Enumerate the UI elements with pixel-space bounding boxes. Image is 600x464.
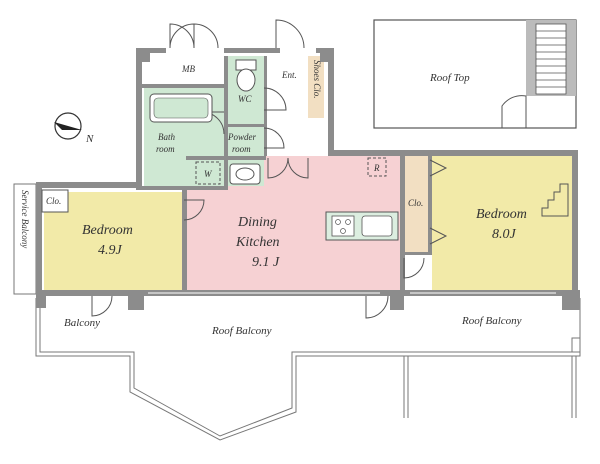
stairs-right xyxy=(541,183,569,217)
washer-label: W xyxy=(204,169,213,179)
wc-label: WC xyxy=(238,94,252,104)
dining-label-line2: Kitchen xyxy=(235,235,280,250)
roof-top: Roof Top xyxy=(373,19,577,129)
washer-space xyxy=(195,161,221,185)
compass-label: N xyxy=(85,133,94,145)
ent-label: Ent. xyxy=(281,70,297,80)
kitchen-counter xyxy=(325,211,399,241)
powder-label-line1: Powder xyxy=(227,132,256,142)
closet-right-fill xyxy=(404,156,430,254)
bath-label-line2: room xyxy=(156,144,175,154)
bedroom-right-name: Bedroom xyxy=(476,207,527,222)
sink-icon xyxy=(361,215,393,237)
bathtub xyxy=(149,93,213,123)
shoes-clo-label: Shoes Clo. xyxy=(312,60,322,99)
balcony-label: Balcony xyxy=(64,317,100,329)
clo-right-label: Clo. xyxy=(408,198,423,208)
compass: N xyxy=(54,112,94,145)
bedroom-right-size: 8.0J xyxy=(492,227,517,242)
bedroom-right-fill xyxy=(432,156,574,290)
toilet xyxy=(235,59,257,92)
bedroom-left-size: 4.9J xyxy=(98,243,123,258)
clo-left-box xyxy=(41,189,69,213)
dining-label-line1: Dining xyxy=(237,215,277,230)
compass-needle-icon xyxy=(54,122,82,130)
fridge-space xyxy=(367,157,387,177)
service-balcony-label: Service Balcony xyxy=(20,190,30,248)
stove-icon xyxy=(331,215,355,237)
fridge-label: R xyxy=(373,163,380,173)
roof-top-stairs xyxy=(535,23,567,95)
shoes-closet-fill xyxy=(308,56,324,118)
powder-label-line2: room xyxy=(232,144,251,154)
roof-balcony-center-label: Roof Balcony xyxy=(211,325,272,337)
roof-top-door xyxy=(501,95,527,128)
bedroom-left-name: Bedroom xyxy=(82,223,133,238)
washbasin xyxy=(229,163,261,185)
balcony-outline xyxy=(35,298,581,441)
roof-top-label: Roof Top xyxy=(429,72,470,84)
bath-label-line1: Bath xyxy=(158,132,175,142)
dining-size: 9.1 J xyxy=(252,255,280,270)
roof-balcony-right-label: Roof Balcony xyxy=(461,315,522,327)
clo-left-label: Clo. xyxy=(46,196,61,206)
mb-label: MB xyxy=(181,64,195,74)
closet-right-doors xyxy=(429,159,448,245)
